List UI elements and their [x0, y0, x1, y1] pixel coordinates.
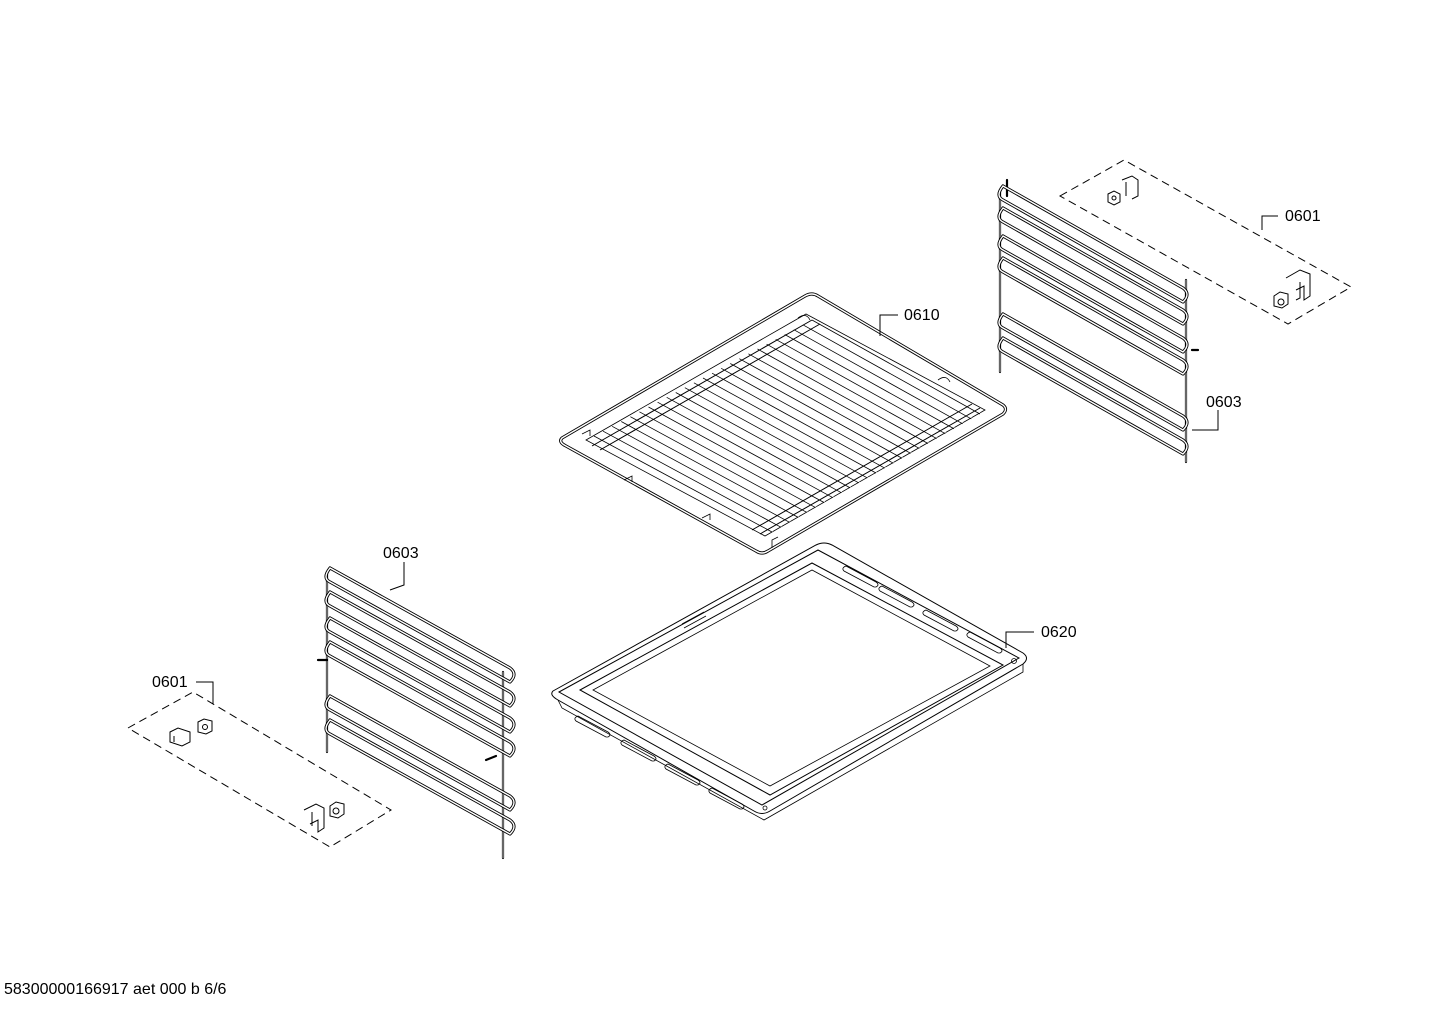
wire-grid-shelf: [559, 292, 1008, 555]
drawing-number-footer: 58300000166917 aet 000 b 6/6: [4, 981, 227, 998]
label-0610: 0610: [904, 307, 940, 324]
label-0601-top: 0601: [1285, 208, 1321, 225]
clip-icon: [1107, 175, 1139, 206]
side-rail-left: [316, 566, 516, 860]
leader-0610: [879, 314, 898, 336]
label-0601-bottom: 0601: [152, 674, 188, 691]
leader-0603-right: [1192, 410, 1219, 431]
clip-kit-bottom: [126, 691, 392, 848]
side-rail-right: [997, 178, 1200, 464]
clip-icon: [303, 801, 345, 833]
clip-icon: [169, 718, 213, 747]
label-0603-left: 0603: [383, 545, 419, 562]
leader-0601-top: [1261, 215, 1278, 230]
baking-tray: [551, 542, 1027, 821]
leader-0620: [1005, 631, 1034, 648]
label-0603-right: 0603: [1206, 394, 1242, 411]
leader-0601-bottom: [196, 681, 214, 704]
label-0620: 0620: [1041, 624, 1077, 641]
leader-0603-left: [389, 562, 405, 591]
clip-icon: [1273, 269, 1311, 309]
clip-kit-top: [1058, 159, 1353, 325]
